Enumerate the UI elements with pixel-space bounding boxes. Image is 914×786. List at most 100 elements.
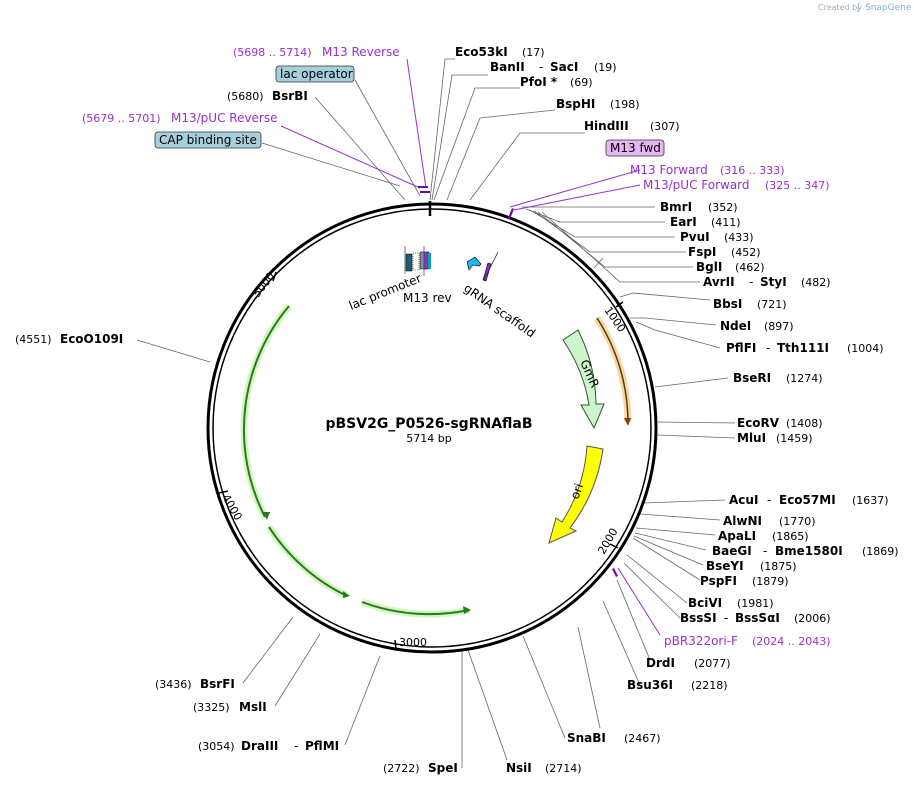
site-pvui[interactable]: PvuI (433) xyxy=(680,230,754,244)
site-msli[interactable]: (3325) MslI xyxy=(193,700,267,714)
svg-text:(69): (69) xyxy=(570,76,593,89)
site-bcivi[interactable]: BciVI (1981) xyxy=(688,596,774,610)
svg-text:(433): (433) xyxy=(724,231,754,244)
site-bsphi[interactable]: BspHI (198) xyxy=(556,97,640,111)
svg-text:(2006): (2006) xyxy=(794,612,831,625)
svg-text:MluI: MluI xyxy=(737,431,766,445)
svg-text:(1981): (1981) xyxy=(737,597,774,610)
svg-text:(2714): (2714) xyxy=(545,762,582,775)
site-alwni[interactable]: AlwNI (1770) xyxy=(723,514,816,528)
site-nsii[interactable]: NsiI (2714) xyxy=(506,761,582,775)
svg-text:AcuI: AcuI xyxy=(729,493,758,507)
site-spei[interactable]: (2722) SpeI xyxy=(383,761,458,775)
site-mlui[interactable]: MluI (1459) xyxy=(737,431,813,445)
m13-puc-reverse-name[interactable]: M13/pUC Reverse xyxy=(171,111,278,125)
svg-text:SnaBI: SnaBI xyxy=(567,731,606,745)
snapgene-logo: SnapGene xyxy=(865,3,912,13)
svg-text:(897): (897) xyxy=(764,320,794,333)
svg-text:(198): (198) xyxy=(610,98,640,111)
plasmid-length: 5714 bp xyxy=(406,432,451,445)
site-banii-saci[interactable]: BanII - SacI (19) xyxy=(490,60,617,74)
svg-text:-: - xyxy=(763,544,767,558)
site-bgli[interactable]: BglI (462) xyxy=(696,260,765,274)
m13-reverse-range: (5698 .. 5714) xyxy=(233,46,312,59)
svg-text:(1875): (1875) xyxy=(760,560,797,573)
svg-text:DraIII: DraIII xyxy=(241,739,278,753)
m13-puc-forward-name[interactable]: M13/pUC Forward xyxy=(643,178,750,192)
site-bseyi[interactable]: BseYI (1875) xyxy=(706,559,797,573)
site-bsssi-bsssai[interactable]: BssSI - BssSαI (2006) xyxy=(680,611,831,625)
site-eari[interactable]: EarI (411) xyxy=(670,215,741,229)
site-ecoo109i[interactable]: (4551) EcoO109I xyxy=(15,332,123,346)
site-pflfi-tth111i[interactable]: PflFI - Tth111I (1004) xyxy=(726,341,884,355)
grna-scaffold-marks xyxy=(466,251,499,282)
site-bsrbi[interactable]: (5680) BsrBI xyxy=(227,89,308,103)
site-ndei[interactable]: NdeI (897) xyxy=(720,319,794,333)
pbr322ori-f-name[interactable]: pBR322ori-F xyxy=(664,634,738,648)
ori-feature[interactable]: ori xyxy=(548,445,604,544)
site-snabi[interactable]: SnaBI (2467) xyxy=(567,731,661,745)
site-bmri[interactable]: BmrI (352) xyxy=(660,200,738,214)
site-eco53ki[interactable]: Eco53kI (17) xyxy=(455,45,545,59)
svg-text:EarI: EarI xyxy=(670,215,697,229)
svg-text:(3054): (3054) xyxy=(198,740,235,753)
site-fspi[interactable]: FspI (452) xyxy=(688,245,761,259)
site-pspfi[interactable]: PspFI (1879) xyxy=(700,574,789,588)
site-baegi-bme1580i[interactable]: BaeGI - Bme1580I (1869) xyxy=(712,544,899,558)
site-bsrfi[interactable]: (3436) BsrFI xyxy=(155,677,235,691)
svg-text:(1865): (1865) xyxy=(772,530,809,543)
gmr-feature[interactable]: GmR xyxy=(562,329,605,430)
primer-lines xyxy=(280,58,661,636)
svg-text:Tth111I: Tth111I xyxy=(777,341,829,355)
svg-text:AlwNI: AlwNI xyxy=(723,514,762,528)
site-bsu36i[interactable]: Bsu36I (2218) xyxy=(627,678,728,692)
site-avrii-styi[interactable]: AvrII - StyI (482) xyxy=(703,275,831,289)
lac-feature-marks xyxy=(404,246,431,276)
svg-text:(2218): (2218) xyxy=(691,679,728,692)
svg-text:BssSI: BssSI xyxy=(680,611,717,625)
leader-lines xyxy=(136,58,736,768)
svg-text:Bme1580I: Bme1580I xyxy=(775,544,843,558)
orange-feature-arc xyxy=(594,316,632,426)
svg-text:BseYI: BseYI xyxy=(706,559,744,573)
site-drdi[interactable]: DrdI (2077) xyxy=(646,656,731,670)
svg-text:(482): (482) xyxy=(801,276,831,289)
m13-forward-name[interactable]: M13 Forward xyxy=(630,163,708,177)
site-bbsi[interactable]: BbsI (721) xyxy=(713,297,787,311)
cap-binding-site-label: CAP binding site xyxy=(159,133,257,147)
site-ecorv[interactable]: EcoRV (1408) xyxy=(737,416,823,430)
m13-reverse-mark xyxy=(420,191,430,193)
m13-reverse-name[interactable]: M13 Reverse xyxy=(322,45,400,59)
m13-fwd-label: M13 fwd xyxy=(610,141,661,155)
backbone-inner xyxy=(212,208,652,648)
lac-operator-box[interactable] xyxy=(275,65,355,83)
svg-text:(721): (721) xyxy=(757,298,787,311)
pbr322ori-f-range: (2024 .. 2043) xyxy=(752,635,831,648)
snapgene-icon: ʃ xyxy=(856,3,861,13)
svg-text:(1879): (1879) xyxy=(752,575,789,588)
cap-binding-site-box[interactable] xyxy=(154,131,262,149)
m13-fwd-box[interactable] xyxy=(605,139,665,157)
site-draiii-pflmi[interactable]: (3054) DraIII - PflMI xyxy=(198,739,339,753)
svg-text:BspHI: BspHI xyxy=(556,97,595,111)
svg-text:EcoRV: EcoRV xyxy=(737,416,780,430)
svg-text:PflFI: PflFI xyxy=(726,341,756,355)
svg-text:-: - xyxy=(294,739,298,753)
site-pfoi[interactable]: PfoI * (69) xyxy=(520,75,593,89)
svg-text:(1637): (1637) xyxy=(852,494,889,507)
tick-label-3000: 3000 xyxy=(399,636,427,649)
lac-operator-label: lac operator xyxy=(280,67,353,81)
svg-text:Bsu36I: Bsu36I xyxy=(627,678,673,692)
svg-text:-: - xyxy=(749,275,753,289)
svg-text:-: - xyxy=(766,341,770,355)
svg-text:(411): (411) xyxy=(711,216,741,229)
site-hindiii[interactable]: HindIII (307) xyxy=(584,119,680,133)
svg-text:BciVI: BciVI xyxy=(688,596,722,610)
svg-text:(2722): (2722) xyxy=(383,762,420,775)
site-bseri[interactable]: BseRI (1274) xyxy=(733,371,823,385)
svg-text:(1274): (1274) xyxy=(786,372,823,385)
svg-text:(1004): (1004) xyxy=(847,342,884,355)
site-acui-eco57mi[interactable]: AcuI - Eco57MI (1637) xyxy=(729,493,889,507)
site-apali[interactable]: ApaLI (1865) xyxy=(718,529,809,543)
